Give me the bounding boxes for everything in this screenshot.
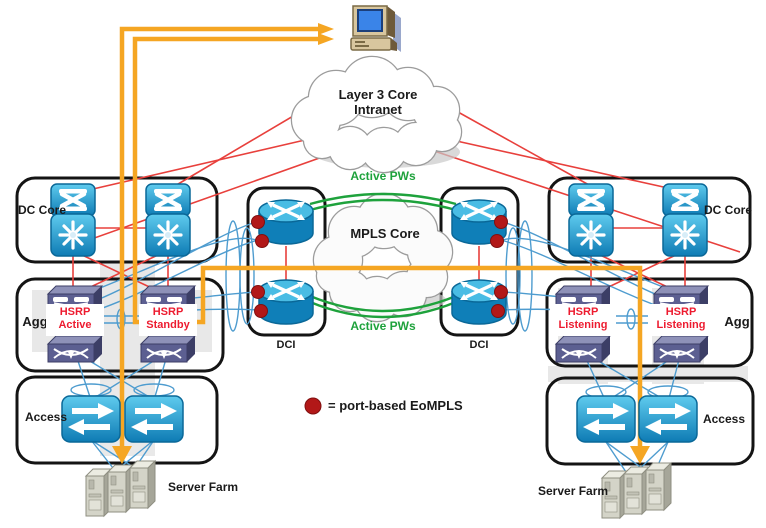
multilayer-switch-icon [567, 212, 615, 258]
eompls-dots [251, 215, 508, 318]
access-right-label: Access [702, 412, 746, 426]
dci-right-label: DCI [469, 339, 489, 351]
dc-core-switch-icon [569, 184, 613, 216]
server-tower-icon [645, 462, 672, 511]
traffic-path-right [132, 36, 643, 448]
server-tower-icon [129, 460, 156, 509]
arrowhead-to-client [318, 33, 334, 45]
hsrp-listening-label: HSRP Listening [648, 304, 714, 336]
eompls-bundle-oval [517, 220, 533, 332]
multilayer-switch-icon [661, 212, 709, 258]
multilayer-switch-icon [144, 212, 192, 258]
access-left-label: Access [24, 410, 68, 424]
server-farm-right-label: Server Farm [538, 484, 609, 498]
hsrp-line1: HSRP [567, 306, 599, 318]
layer3-cloud-label-line2: Intranet [354, 101, 402, 117]
server-tower-icon [623, 466, 650, 515]
hsrp-line2: Standby [146, 319, 190, 331]
access-switch-icon [125, 396, 183, 442]
dc-core-left-label: DC Core [18, 203, 67, 217]
hsrp-line2: Active [58, 319, 92, 331]
hsrp-line1: HSRP [665, 306, 697, 318]
agg-firewall-module-icon [47, 335, 103, 363]
agg-firewall-module-icon [555, 335, 611, 363]
hsrp-line1: HSRP [152, 306, 184, 318]
dc-core-switch-icon [663, 184, 707, 216]
mpls-cloud-label: MPLS Core [350, 226, 420, 241]
server-tower-icon [107, 464, 134, 513]
traffic-paths-yellow [112, 23, 650, 464]
hsrp-active-label: HSRP Active [46, 304, 104, 336]
layer3-cloud-label: Layer 3 Core Intranet [328, 87, 428, 118]
hsrp-link-oval [626, 308, 636, 330]
traffic-path-left [119, 26, 319, 448]
eompls-bundle-oval [505, 227, 521, 325]
dc-core-right-label: DC Core [703, 203, 752, 217]
dci-left-label: DCI [276, 339, 296, 351]
eompls-bundle-oval [239, 227, 255, 325]
access-right-box [545, 376, 755, 466]
client-workstation-icon [350, 5, 402, 53]
active-pseudowires [309, 192, 457, 319]
legend-dot [304, 397, 322, 415]
agg-right-label: Agg [724, 314, 750, 329]
layer3-core-cloud [290, 55, 463, 174]
access-switch-icon [639, 396, 697, 442]
active-pws-label-bottom: Active PWs [350, 319, 416, 333]
hsrp-line1: HSRP [59, 306, 91, 318]
hsrp-line2: Listening [656, 319, 706, 331]
dci-router-icon [257, 278, 315, 326]
dc-core-switch-icon [146, 184, 190, 216]
arrowhead-to-serverfarm-left [112, 446, 132, 464]
arrowhead-to-client [318, 23, 334, 35]
active-pws-label-top: Active PWs [350, 169, 416, 183]
dc-core-right-box [547, 176, 752, 264]
access-switch-icon [577, 396, 635, 442]
server-farm-left-label: Server Farm [168, 480, 239, 494]
layer3-cloud-label-line1: Layer 3 Core [338, 87, 418, 102]
mpls-core-cloud [312, 192, 454, 323]
dc-core-left-box [15, 176, 219, 264]
hsrp-listening-label: HSRP Listening [550, 304, 616, 336]
hsrp-line2: Listening [558, 319, 608, 331]
agg-left-label: Agg [22, 314, 48, 329]
eompls-bundle-oval [225, 220, 241, 332]
legend-text: = port-based EoMPLS [328, 398, 463, 413]
hsrp-standby-label: HSRP Standby [139, 304, 197, 336]
server-tower-icon [85, 468, 112, 517]
agg-firewall-module-icon [140, 335, 196, 363]
arrowhead-to-serverfarm-right [630, 446, 650, 464]
agg-firewall-module-icon [653, 335, 709, 363]
multilayer-switch-icon [49, 212, 97, 258]
